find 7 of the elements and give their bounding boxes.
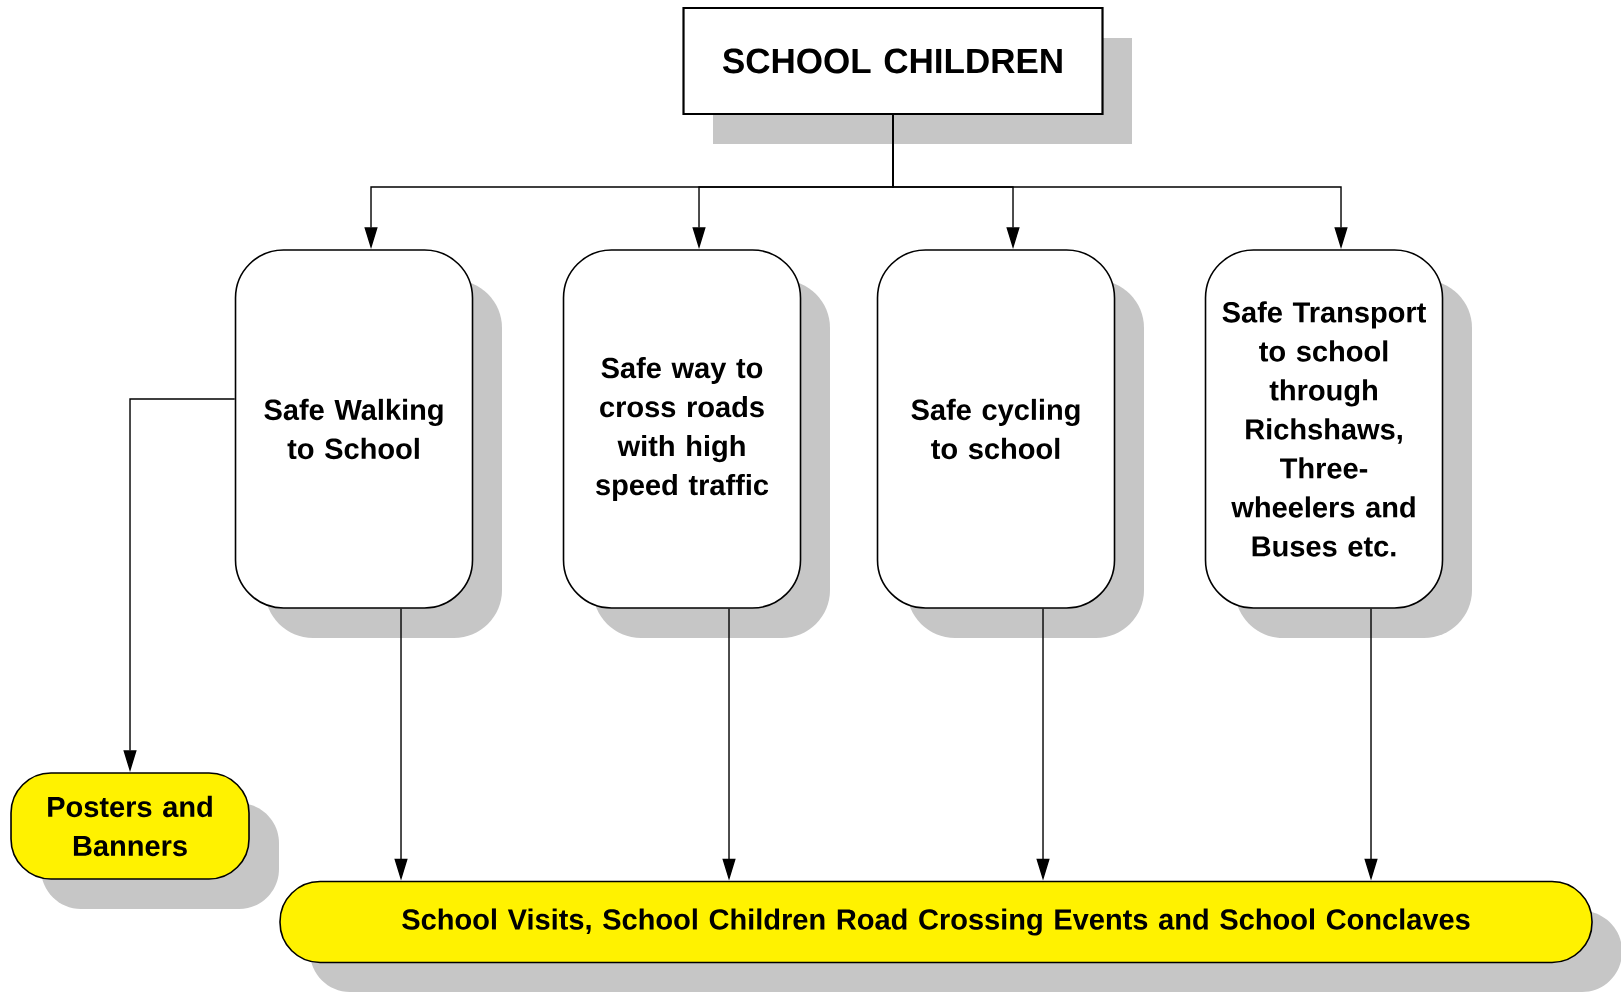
highlight-pill: School Visits, School Children Road Crossing Events and School Conclaves xyxy=(279,880,1621,992)
rounded-box: Safe cycling to school xyxy=(876,249,1144,638)
highlight-pill: Posters and Banners xyxy=(10,772,279,909)
rounded-box: Safe Walking to School xyxy=(234,249,502,638)
rounded-box: Safe Transport to school through Richshaws, Three-wheelers and Buses etc. xyxy=(1204,249,1472,638)
rounded-box: Safe way to cross roads with high speed traffic xyxy=(562,249,830,638)
title-box: SCHOOL CHILDREN xyxy=(682,6,1132,144)
